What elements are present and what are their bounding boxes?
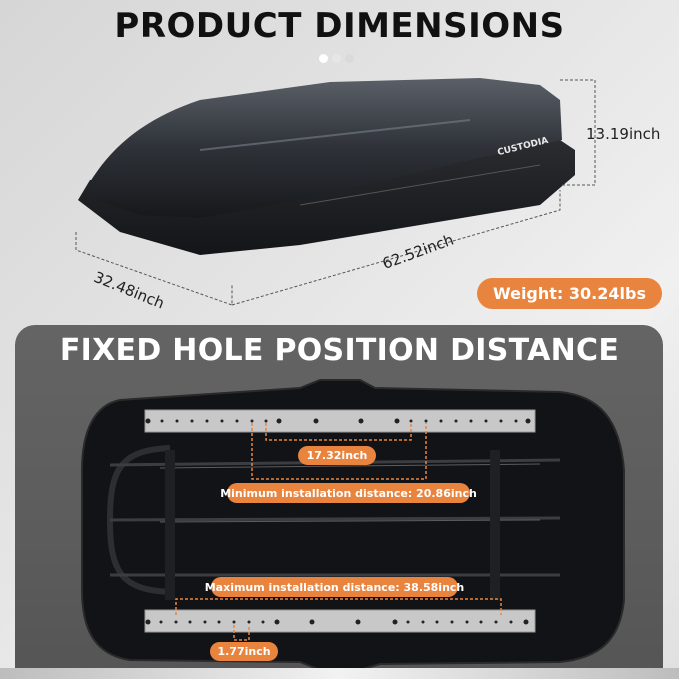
section-title: FIXED HOLE POSITION DISTANCE xyxy=(59,333,620,368)
carousel-dot-2[interactable] xyxy=(332,54,341,63)
minimum-distance-label: Minimum installation distance: 20.86inch xyxy=(220,483,477,503)
page-title: PRODUCT DIMENSIONS xyxy=(114,6,565,46)
height-dimension-label: 13.19inch xyxy=(586,125,661,143)
carousel-dot-1-active[interactable] xyxy=(319,54,328,63)
bottom-divider xyxy=(0,668,679,679)
roof-box-side-view-image xyxy=(75,78,596,306)
hole-pitch-label: 1.77inch xyxy=(210,642,278,661)
roof-box-top-view-image xyxy=(81,379,625,670)
maximum-distance-label: Maximum installation distance: 38.58inch xyxy=(205,577,464,597)
weight-badge: Weight: 30.24lbs xyxy=(477,278,662,309)
carousel-dot-3[interactable] xyxy=(345,54,354,63)
carousel-indicator[interactable] xyxy=(319,54,354,63)
inner-spacing-label: 17.32inch xyxy=(298,446,376,465)
